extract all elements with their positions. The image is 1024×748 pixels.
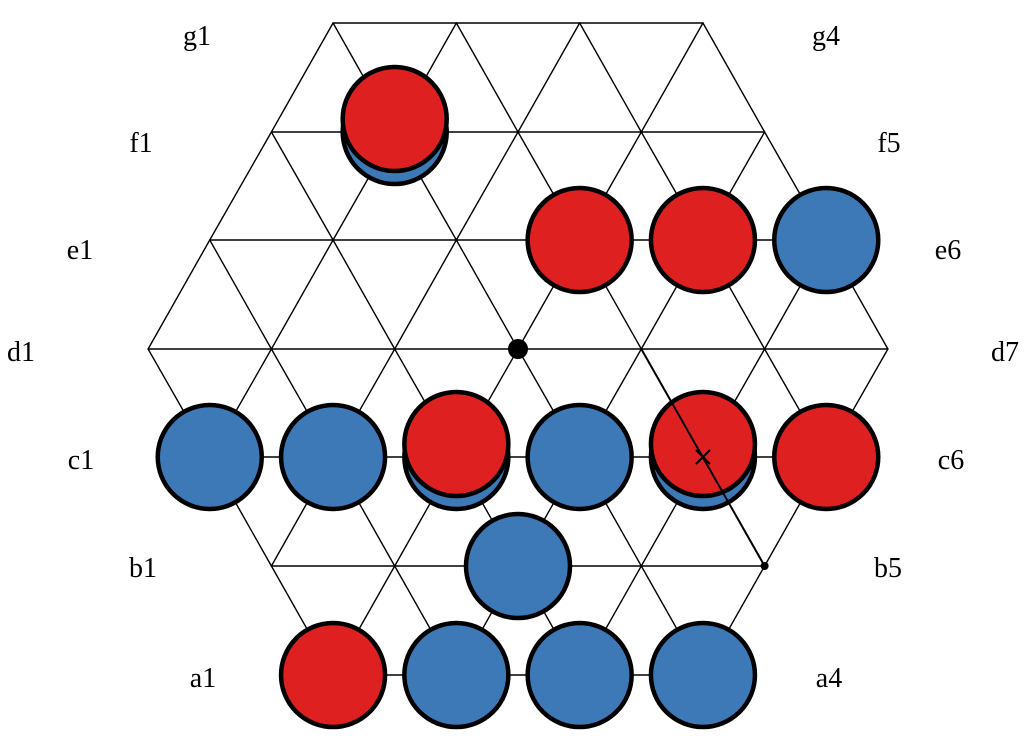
piece-disc-blue bbox=[525, 402, 634, 512]
capture-cross-marker bbox=[695, 449, 711, 465]
piece-c2[interactable] bbox=[278, 402, 388, 512]
coord-label-c6: c6 bbox=[937, 445, 965, 476]
piece-e4[interactable] bbox=[525, 185, 634, 295]
coord-label-a1: a1 bbox=[189, 663, 217, 694]
coord-label-d7: d7 bbox=[991, 337, 1019, 368]
piece-disc-red bbox=[278, 620, 388, 730]
piece-disc-blue bbox=[278, 402, 388, 512]
coord-label-f1: f1 bbox=[129, 128, 153, 159]
piece-disc-blue bbox=[648, 620, 758, 730]
piece-disc-red bbox=[525, 185, 634, 295]
piece-disc-blue bbox=[155, 402, 264, 512]
piece-b3[interactable] bbox=[463, 511, 573, 621]
piece-a2[interactable] bbox=[402, 620, 511, 730]
piece-a4[interactable] bbox=[648, 620, 758, 730]
piece-e5[interactable] bbox=[648, 185, 758, 295]
center-point-marker bbox=[508, 339, 528, 359]
piece-c1[interactable] bbox=[155, 402, 264, 512]
move-indicator bbox=[640, 348, 769, 570]
piece-disc-red bbox=[648, 185, 758, 295]
piece-disc-red bbox=[402, 389, 511, 499]
piece-disc-red bbox=[648, 389, 758, 499]
coord-label-b1: b1 bbox=[129, 553, 157, 584]
piece-c6[interactable] bbox=[772, 402, 881, 512]
piece-e6[interactable] bbox=[772, 185, 881, 295]
coord-label-d1: d1 bbox=[7, 337, 35, 368]
piece-a3[interactable] bbox=[525, 620, 634, 730]
piece-disc-red bbox=[340, 64, 449, 174]
piece-disc-blue bbox=[463, 511, 573, 621]
piece-disc-blue bbox=[402, 620, 511, 730]
coord-label-g1: g1 bbox=[183, 21, 211, 52]
pieces-layer bbox=[155, 64, 881, 730]
coord-label-c1: c1 bbox=[67, 445, 95, 476]
piece-a1[interactable] bbox=[278, 620, 388, 730]
coord-label-a4: a4 bbox=[815, 663, 843, 694]
coord-label-e6: e6 bbox=[934, 235, 962, 266]
piece-f2[interactable] bbox=[340, 64, 449, 187]
coord-label-g4: g4 bbox=[812, 21, 840, 52]
move-end-dot bbox=[760, 562, 769, 570]
piece-c5[interactable] bbox=[648, 389, 758, 512]
piece-disc-blue bbox=[772, 185, 881, 295]
coord-label-e1: e1 bbox=[66, 235, 94, 266]
piece-disc-red bbox=[772, 402, 881, 512]
piece-c4[interactable] bbox=[525, 402, 634, 512]
coord-label-f5: f5 bbox=[877, 128, 901, 159]
coord-label-b5: b5 bbox=[874, 553, 902, 584]
piece-disc-blue bbox=[525, 620, 634, 730]
piece-c3[interactable] bbox=[402, 389, 511, 512]
